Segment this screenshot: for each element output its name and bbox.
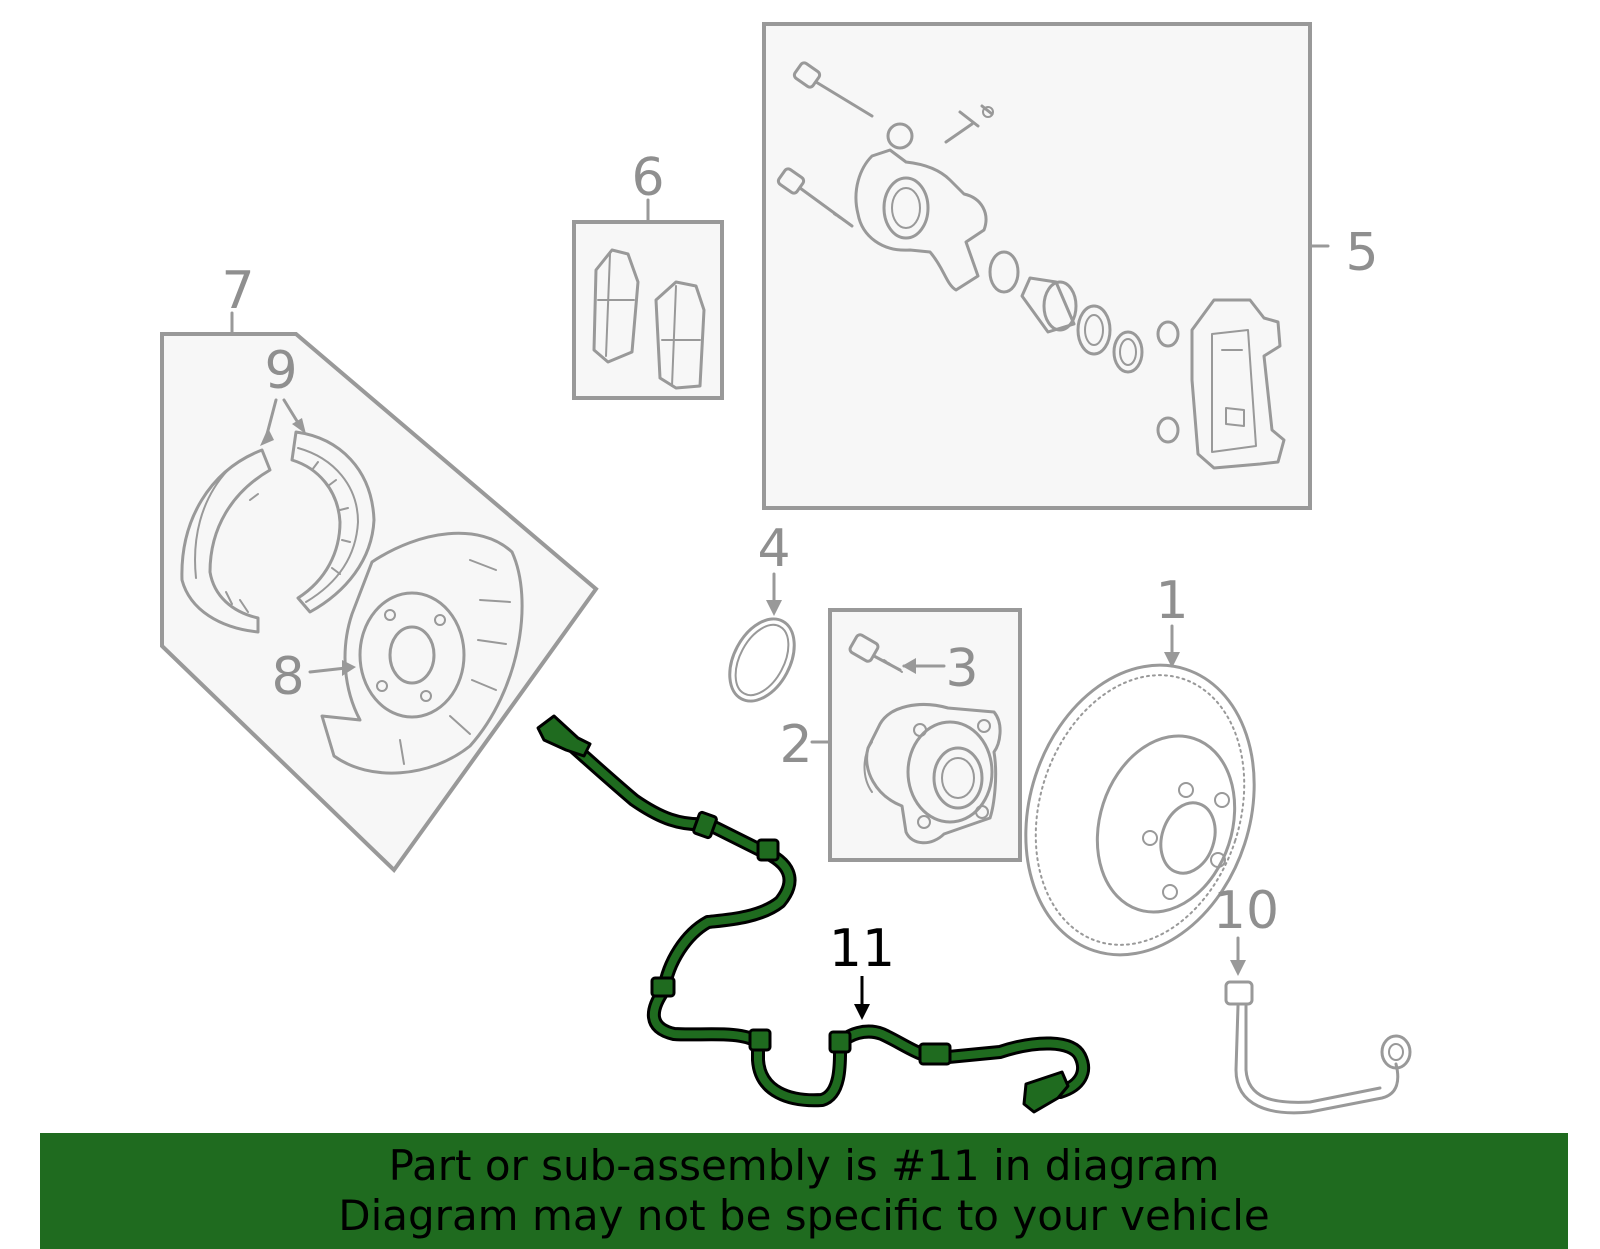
abs-sensor-clip-4 (748, 1028, 772, 1052)
banner-line-2: Diagram may not be specific to your vehi… (338, 1191, 1270, 1240)
arrow-10 (1230, 960, 1246, 976)
arrow-8 (342, 660, 356, 676)
caliper-box (762, 22, 1312, 510)
caliper-bracket (1190, 298, 1286, 470)
arrow-9b (292, 418, 306, 434)
dust-boot-1 (1076, 304, 1112, 356)
arrow-4 (766, 600, 782, 616)
abs-sensor-clip-2 (756, 838, 780, 862)
abs-sensor-clip-1 (692, 810, 718, 840)
brake-rotor-part: 1 (1024, 571, 1256, 957)
label-6: 6 (631, 148, 664, 208)
info-banner: Part or sub-assembly is #11 in diagram D… (40, 1133, 1568, 1249)
brake-rotor (1024, 663, 1256, 957)
backing-plate (320, 531, 524, 775)
caliper-bolt-lower (776, 167, 854, 228)
label-10: 10 (1213, 881, 1279, 941)
abs-sensor-clip-6 (918, 1042, 952, 1066)
bleeder-screw (944, 104, 994, 144)
brake-pad-right (654, 280, 706, 390)
caliper-group: 5 (762, 22, 1379, 510)
pin-boot-lower (1156, 416, 1180, 444)
label-8: 8 (271, 647, 304, 707)
abs-sensor-head (1022, 1070, 1070, 1114)
brake-hose-part: 10 (1213, 881, 1412, 1115)
brake-pads-box (572, 220, 724, 400)
o-ring (728, 617, 796, 703)
label-9: 9 (264, 341, 297, 401)
arrow-11 (854, 1004, 870, 1020)
brake-hose (1234, 1004, 1400, 1115)
label-4: 4 (757, 519, 790, 579)
label-5: 5 (1345, 223, 1378, 283)
caliper-body (854, 148, 988, 292)
abs-sensor-part: 11 (536, 714, 1091, 1114)
label-7: 7 (221, 261, 254, 321)
parking-brake-group: 7 9 8 (160, 261, 599, 874)
piston (1020, 276, 1078, 334)
abs-sensor-clip-3 (650, 976, 676, 998)
abs-sensor-clip-5 (828, 1030, 852, 1054)
arrow-9a (260, 428, 274, 446)
piston-seal (988, 250, 1020, 294)
o-ring-part: 4 (728, 519, 796, 703)
abs-sensor-connector (536, 714, 592, 758)
brake-shoe-right (290, 430, 376, 614)
brake-shoe-left (180, 448, 272, 634)
hub-box (828, 608, 1022, 862)
label-11: 11 (829, 919, 895, 979)
pin-boot-upper (1156, 320, 1180, 348)
brake-pad-left (592, 248, 640, 364)
hub-group: 2 3 (779, 608, 1022, 862)
banner-line-1: Part or sub-assembly is #11 in diagram (388, 1141, 1220, 1190)
arrow-3 (902, 658, 916, 674)
label-2: 2 (779, 715, 812, 775)
label-1: 1 (1155, 571, 1188, 631)
label-3: 3 (945, 639, 978, 699)
brake-pads-group: 6 (572, 148, 724, 400)
dust-boot-2 (1112, 330, 1144, 374)
hub-bolt (848, 633, 903, 673)
wheel-hub (865, 703, 1002, 845)
arrow-1 (1164, 652, 1180, 668)
caliper-bolt-upper (792, 61, 874, 118)
